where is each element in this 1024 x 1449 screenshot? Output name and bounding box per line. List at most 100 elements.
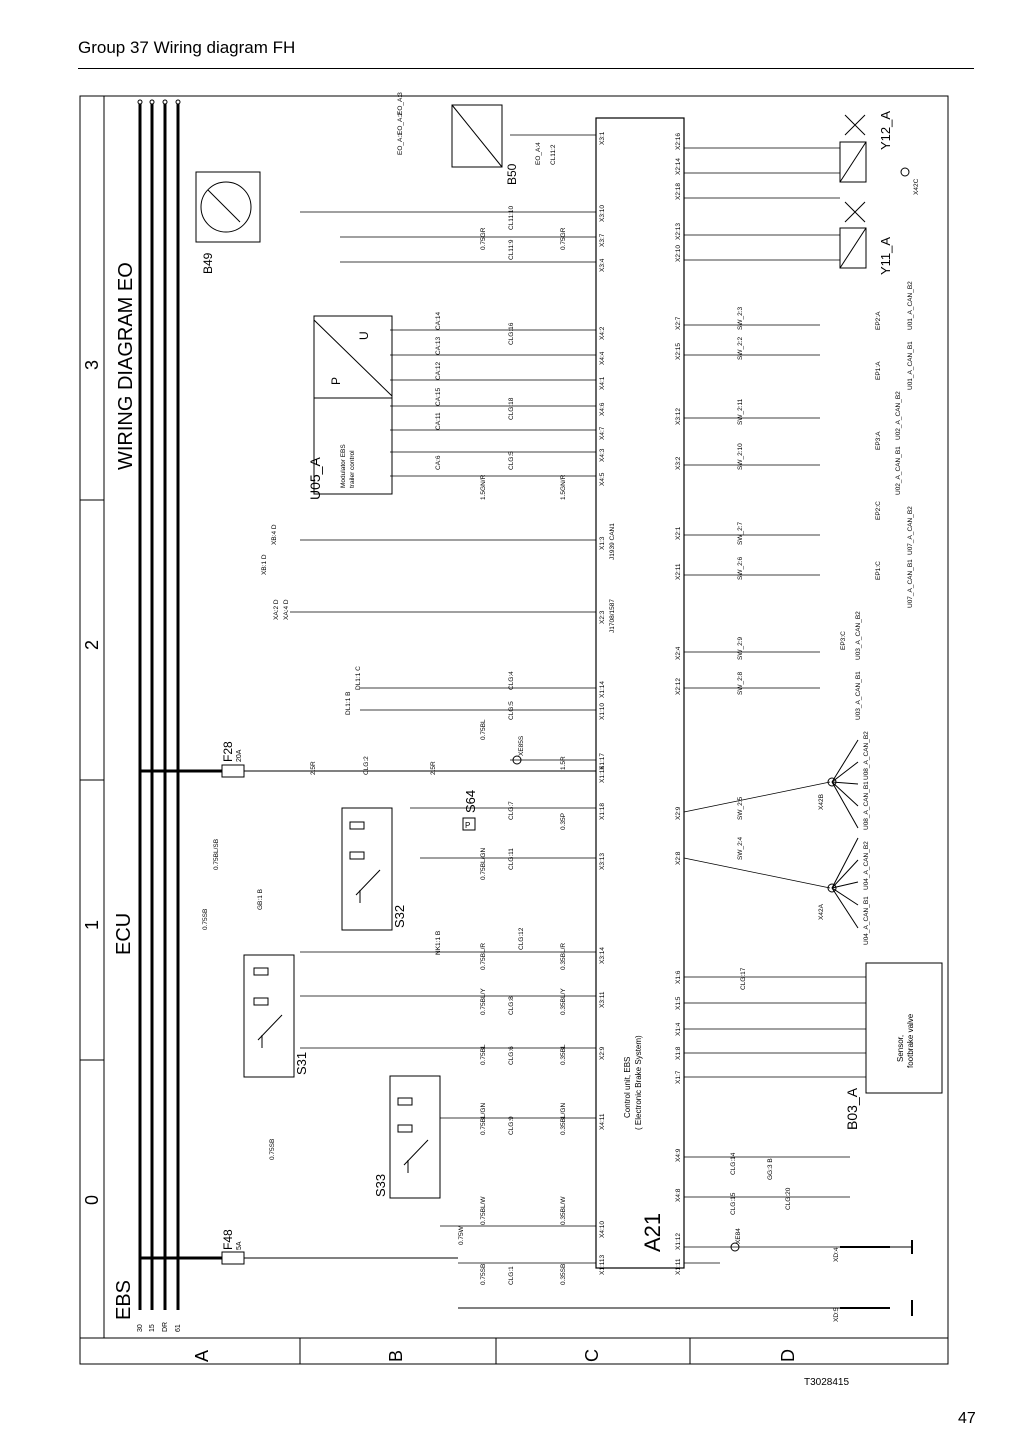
svg-text:SW_2:3: SW_2:3 — [737, 306, 744, 330]
svg-text:X2:13: X2:13 — [675, 223, 682, 240]
switch-s31-label: S31 — [294, 1052, 309, 1075]
svg-text:GB:1 B: GB:1 B — [257, 889, 264, 910]
ground-xd4 — [840, 1240, 913, 1254]
svg-text:U01_A_CAN_B2: U01_A_CAN_B2 — [907, 281, 914, 330]
svg-text:X2:11: X2:11 — [675, 563, 682, 580]
svg-text:X3:2: X3:2 — [675, 456, 682, 470]
svg-text:X1:18: X1:18 — [599, 803, 606, 820]
svg-text:0.75BL/GN: 0.75BL/GN — [480, 1103, 487, 1135]
svg-text:X3:13: X3:13 — [599, 853, 606, 870]
bus-label-30: 30 — [137, 1324, 144, 1332]
svg-text:X4:7: X4:7 — [599, 426, 606, 440]
svg-text:0.75BL/GN: 0.75BL/GN — [480, 848, 487, 880]
svg-text:X1:5: X1:5 — [675, 996, 682, 1010]
svg-text:X1:6: X1:6 — [675, 970, 682, 984]
svg-text:CLG:20: CLG:20 — [785, 1187, 792, 1210]
a21-right-wires — [683, 147, 890, 1264]
svg-text:SW_2:6: SW_2:6 — [737, 556, 744, 580]
svg-text:X4:6: X4:6 — [599, 402, 606, 416]
fuse-f28-rating: 20A — [236, 749, 243, 762]
svg-text:X2:7: X2:7 — [675, 316, 682, 330]
svg-text:U08_A_CAN_B2: U08_A_CAN_B2 — [863, 731, 870, 780]
svg-text:SW_2:4: SW_2:4 — [737, 836, 744, 860]
modulator-u05a — [313, 315, 393, 495]
svg-text:0.35BL/W: 0.35BL/W — [560, 1196, 567, 1225]
svg-text:CA:6: CA:6 — [435, 455, 442, 470]
svg-text:CA:14: CA:14 — [435, 312, 442, 330]
control-unit-id: A21 — [640, 1213, 665, 1252]
svg-text:X4:10: X4:10 — [599, 1221, 606, 1238]
switch-s32 — [341, 807, 393, 931]
pushbutton-s64 — [462, 817, 476, 831]
svg-text:X1:4: X1:4 — [675, 1022, 682, 1036]
svg-text:X1:113: X1:113 — [599, 1254, 606, 1275]
svg-text:0.75GR: 0.75GR — [480, 227, 487, 250]
sensor-footbrake-label: B03_A — [844, 1087, 860, 1130]
svg-text:XB:4 D: XB:4 D — [271, 524, 278, 545]
svg-text:U08_A_CAN_B1: U08_A_CAN_B1 — [863, 781, 870, 830]
svg-text:X1:14: X1:14 — [599, 681, 606, 698]
svg-text:2.5R: 2.5R — [430, 761, 437, 775]
svg-text:0.75BL/SB: 0.75BL/SB — [213, 839, 220, 870]
bus-label-61: 61 — [175, 1324, 182, 1332]
svg-text:0.75GR: 0.75GR — [560, 227, 567, 250]
modulator-name: Modulator EBS — [340, 444, 347, 488]
section-label-ebs: EBS — [113, 1280, 135, 1320]
svg-text:CA:12: CA:12 — [435, 362, 442, 380]
svg-text:0.35BL/R: 0.35BL/R — [560, 943, 567, 970]
switch-s33-label: S33 — [373, 1174, 388, 1197]
svg-text:1.5R: 1.5R — [560, 756, 567, 770]
wire-labels: 0.75SB 0.75BL/W 0.75BL/GN 0.75BL 0.75BL/… — [202, 227, 567, 1285]
bus-bars — [137, 99, 181, 1310]
svg-text:X2:18: X2:18 — [675, 183, 682, 200]
can-star-x42b — [827, 739, 859, 829]
svg-text:X4:3: X4:3 — [599, 448, 606, 462]
svg-text:EP2:A: EP2:A — [875, 311, 882, 330]
svg-text:CLG:17: CLG:17 — [740, 967, 747, 990]
svg-text:EO_A:2: EO_A:2 — [397, 112, 404, 135]
fuse-f48-rating: 5A — [236, 1241, 243, 1250]
row-label-b: B — [386, 1350, 406, 1362]
svg-text:X2:9: X2:9 — [599, 1046, 606, 1060]
valve-y11a-label: Y11_A — [878, 237, 893, 275]
svg-text:2.5R: 2.5R — [310, 761, 317, 775]
svg-text:SW_2:5: SW_2:5 — [737, 796, 744, 820]
svg-text:CA:13: CA:13 — [435, 337, 442, 355]
sensor-b50 — [451, 104, 503, 168]
column-label-0: 0 — [82, 1195, 102, 1205]
bus-label-dr: DR — [162, 1322, 169, 1332]
svg-text:0.75BL/R: 0.75BL/R — [480, 943, 487, 970]
svg-text:EP3:C: EP3:C — [840, 631, 847, 650]
can-star-x42b-label: X42B — [818, 794, 825, 810]
a21-connector-labels-top: X1:113 X4:10 X4:11 X2:9 X3:11 X3:14 X3:1… — [599, 131, 606, 1275]
svg-text:X1:11: X1:11 — [675, 1258, 682, 1275]
valve-y12a-label: Y12_A — [878, 111, 893, 150]
ground-xd5-label: XD:5 — [833, 1307, 840, 1322]
svg-text:CLG:5: CLG:5 — [508, 701, 515, 720]
pushbutton-s64-p: P — [465, 821, 470, 830]
svg-text:X3:14: X3:14 — [599, 947, 606, 964]
svg-text:X3:4: X3:4 — [599, 258, 606, 272]
svg-text:0.75SB: 0.75SB — [480, 1264, 487, 1285]
svg-text:CLG:16: CLG:16 — [508, 322, 515, 345]
can-label-j1939: J1939 CAN1 — [609, 523, 616, 560]
modulator-p: P — [329, 377, 343, 385]
gauge-b49 — [195, 171, 261, 243]
svg-text:CLG:2: CLG:2 — [363, 756, 370, 775]
svg-text:0.75BL/W: 0.75BL/W — [480, 1196, 487, 1225]
svg-text:U01_A_CAN_B1: U01_A_CAN_B1 — [907, 341, 914, 390]
svg-text:X2:14: X2:14 — [675, 158, 682, 175]
svg-text:X3:12: X3:12 — [675, 408, 682, 425]
sensor-footbrake-desc: footbrake valve — [906, 1013, 915, 1068]
svg-text:X2:4: X2:4 — [675, 646, 682, 660]
modulator-label: U05_A — [307, 457, 323, 500]
svg-text:CLG:8: CLG:8 — [508, 996, 515, 1015]
svg-text:EP1:C: EP1:C — [875, 561, 882, 580]
svg-text:SW_2:8: SW_2:8 — [737, 671, 744, 695]
column-label-3: 3 — [82, 360, 102, 370]
svg-text:0.75BL: 0.75BL — [480, 1044, 487, 1065]
svg-text:CLG:12: CLG:12 — [518, 927, 525, 950]
control-unit-name: Control unit, EBS — [623, 1057, 632, 1118]
svg-text:X4:9: X4:9 — [675, 1148, 682, 1162]
svg-text:DL1:1 B: DL1:1 B — [345, 692, 352, 716]
